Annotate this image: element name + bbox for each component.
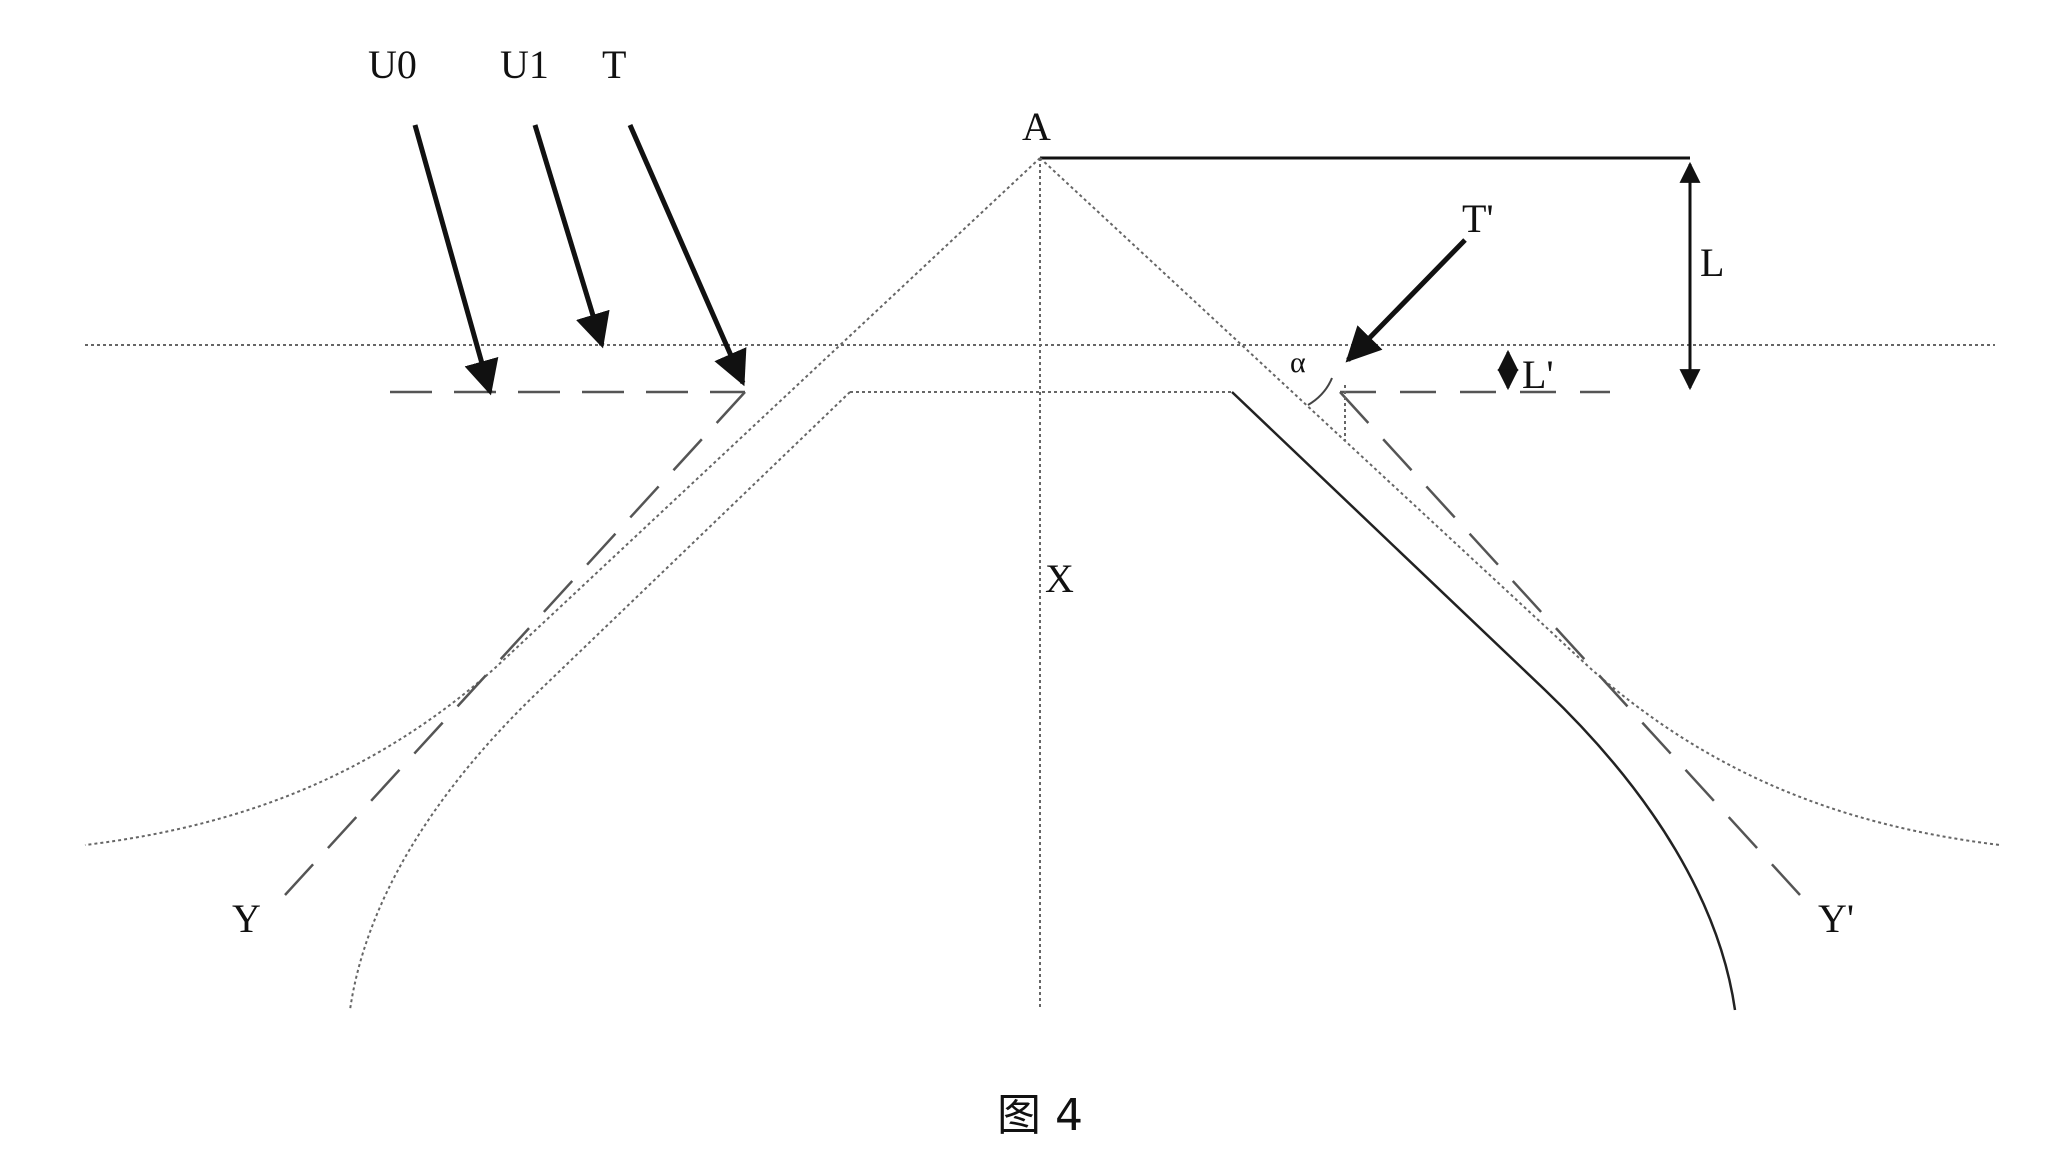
label-y-prime: Y' <box>1818 896 1854 941</box>
label-t: T <box>602 42 626 87</box>
left-inner-edge <box>349 391 851 1011</box>
label-t-prime: T' <box>1462 196 1494 241</box>
label-l-prime: L' <box>1522 352 1554 397</box>
alpha-arc <box>1307 377 1333 406</box>
arrow-u1 <box>532 124 610 349</box>
figure-caption: 图 4 <box>997 1090 1083 1141</box>
arrow-u0 <box>412 124 499 396</box>
label-a: A <box>1022 104 1051 149</box>
label-u0: U0 <box>368 42 417 87</box>
label-x: X <box>1045 556 1074 601</box>
left-outer-edge <box>84 157 1041 846</box>
arrow-t-prime <box>1345 238 1467 363</box>
label-u1: U1 <box>500 42 549 87</box>
right-inner-edge <box>1231 391 1737 1011</box>
label-l: L <box>1700 240 1724 285</box>
label-alpha: α <box>1290 346 1306 379</box>
arrow-t <box>627 123 747 387</box>
right-middle-dashed <box>1339 391 1801 896</box>
label-y: Y <box>232 896 261 941</box>
right-outer-edge <box>1039 157 2001 846</box>
left-middle-dashed <box>284 391 746 896</box>
